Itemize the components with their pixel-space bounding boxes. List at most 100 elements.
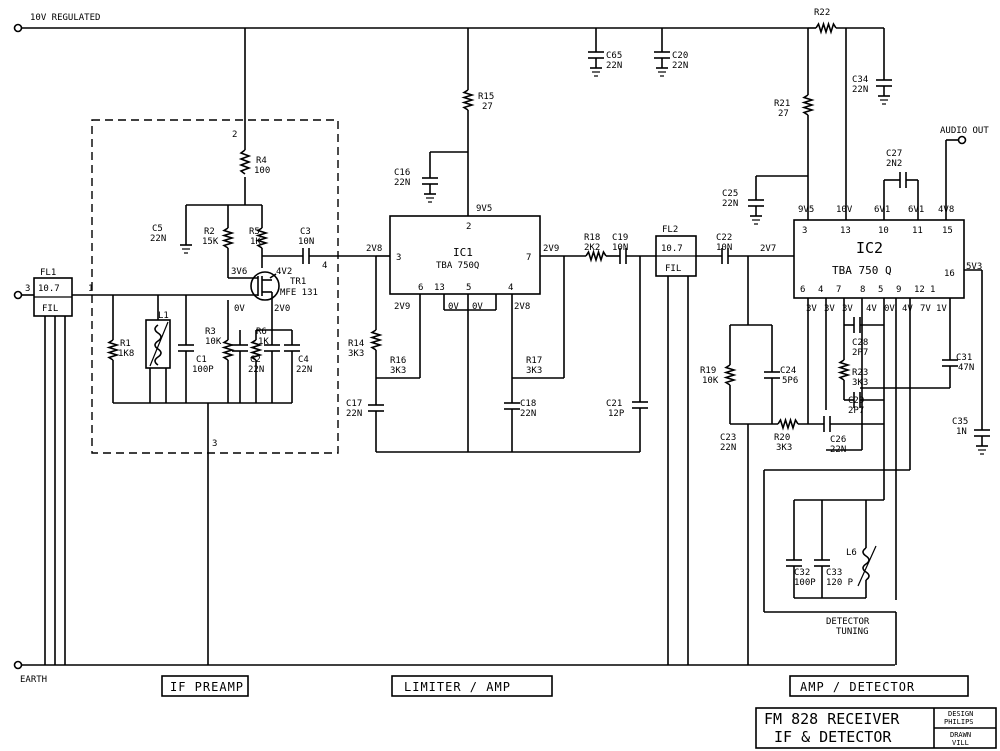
c19-name: C19 <box>612 233 628 243</box>
ic2-top-pin-11: 11 <box>912 226 923 236</box>
ic2-bottom-pin-12: 12 <box>914 285 925 295</box>
limiter-section-label: LIMITER / AMP <box>404 680 511 694</box>
c32-name: C32 <box>794 568 810 578</box>
c31-value: 47N <box>958 363 974 373</box>
ic2-top-pin-15: 15 <box>942 226 953 236</box>
ic2-bottom-pin-5: 5 <box>878 285 883 295</box>
c18-name: C18 <box>520 399 536 409</box>
fl1-pin-right: 1 <box>88 284 93 294</box>
ic2-name: IC2 <box>856 239 883 257</box>
preamp-pin-out: 4 <box>322 261 327 271</box>
fl1-freq: 10.7 <box>38 284 60 294</box>
ic1-v-9v5: 9V5 <box>476 204 492 214</box>
drawn-value: VILL <box>952 739 969 747</box>
detector-section-label: AMP / DETECTOR <box>800 680 915 694</box>
filter-fl1 <box>13 277 92 665</box>
c29-value: 2P7 <box>848 406 864 416</box>
c26-value: 22N <box>830 445 846 455</box>
r2-value: 15K <box>202 237 219 247</box>
c65-value: 22N <box>606 61 622 71</box>
limiter-wiring <box>368 28 670 453</box>
limiter-section-box <box>391 675 553 697</box>
r15-name: R15 <box>478 92 494 102</box>
c2-value: 22N <box>248 365 264 375</box>
ic2-bottom-pin-7: 7 <box>836 285 841 295</box>
ic1-v-0va: 0V <box>448 302 459 312</box>
drawn-label: DRAWN <box>950 731 971 739</box>
c16-name: C16 <box>394 168 410 178</box>
c2-name: C2 <box>250 355 261 365</box>
r6-name: R6 <box>256 327 267 337</box>
tr1-v-src: 2V0 <box>274 304 290 314</box>
filter-fl2 <box>655 235 722 665</box>
c27-value: 2N2 <box>886 159 902 169</box>
c18-value: 22N <box>520 409 536 419</box>
ic1-type: TBA 750Q <box>436 261 479 271</box>
r17-value: 3K3 <box>526 366 542 376</box>
r6-value: 1K <box>258 337 269 347</box>
c1-name: C1 <box>196 355 207 365</box>
ic1-pin-7: 7 <box>526 253 531 263</box>
ic2-top-pin-13: 13 <box>840 226 851 236</box>
ic2-bottom-pin-1: 1 <box>930 285 935 295</box>
title-line2: IF & DETECTOR <box>774 728 892 746</box>
r23-value: 3K3 <box>852 378 868 388</box>
ic2-top-pin-voltage: 6V1 <box>874 205 890 215</box>
ic2-bottom-pin-9: 9 <box>896 285 901 295</box>
r19-value: 10K <box>702 376 719 386</box>
detector-wiring <box>721 21 990 665</box>
l6-name: L6 <box>846 548 857 558</box>
r3-name: R3 <box>205 327 216 337</box>
ic1-pin-3: 3 <box>396 253 401 263</box>
c24-name: C24 <box>780 366 796 376</box>
ic2-bottom-pin-voltage: 4V <box>866 304 877 314</box>
r4-value: 100 <box>254 166 270 176</box>
r23-name: R23 <box>852 368 868 378</box>
supply-rail-label: 10V REGULATED <box>30 13 100 23</box>
title-line1: FM 828 RECEIVER <box>764 710 900 728</box>
fl1-type: FIL <box>42 304 58 314</box>
c20-name: C20 <box>672 51 688 61</box>
c5-name: C5 <box>152 224 163 234</box>
r21-name: R21 <box>774 99 790 109</box>
r18-value: 2K2 <box>584 243 600 253</box>
tr1-v-gate: 3V6 <box>231 267 247 277</box>
r17-name: R17 <box>526 356 542 366</box>
ic2-pin-16: 16 <box>944 269 955 279</box>
ic1-v-2v8b: 2V8 <box>514 302 530 312</box>
r5-name: R5 <box>249 227 260 237</box>
design-label: DESIGN <box>948 710 973 718</box>
c35-name: C35 <box>952 417 968 427</box>
detector-tuning-line2: TUNING <box>836 627 869 637</box>
preamp-module-outline <box>91 119 339 454</box>
ic1-v-2v9b: 2V9 <box>394 302 410 312</box>
detector-section-box <box>789 675 969 697</box>
audio-out-label: AUDIO OUT <box>940 126 989 136</box>
ground-rail <box>13 660 895 670</box>
fl2-name: FL2 <box>662 225 678 235</box>
ic1-v-2v8a: 2V8 <box>366 244 382 254</box>
ic2-bottom-pin-voltage: 3V <box>842 304 853 314</box>
ic1-pin-13: 13 <box>434 283 445 293</box>
tr1-type: MFE 131 <box>280 288 318 298</box>
ic2-bottom-pin-voltage: 4V <box>902 304 913 314</box>
c17-value: 22N <box>346 409 362 419</box>
c35-value: 1N <box>956 427 967 437</box>
c21-value: 12P <box>608 409 625 419</box>
ic2-chip <box>793 219 965 299</box>
ic2-bottom-pin-voltage: 3V <box>806 304 817 314</box>
ic1-pin-5: 5 <box>466 283 471 293</box>
ic1-v-2v9a: 2V9 <box>543 244 559 254</box>
ic1-pin-6: 6 <box>418 283 423 293</box>
r1-name: R1 <box>120 339 131 349</box>
c5-value: 22N <box>150 234 166 244</box>
c23-name: C23 <box>720 433 736 443</box>
c4-value: 22N <box>296 365 312 375</box>
c25-name: C25 <box>722 189 738 199</box>
r18-name: R18 <box>584 233 600 243</box>
tr1-name: TR1 <box>290 277 306 287</box>
c28-value: 2P7 <box>852 348 868 358</box>
r16-name: R16 <box>390 356 406 366</box>
c34-name: C34 <box>852 75 868 85</box>
preamp-section-label: IF PREAMP <box>170 680 244 694</box>
